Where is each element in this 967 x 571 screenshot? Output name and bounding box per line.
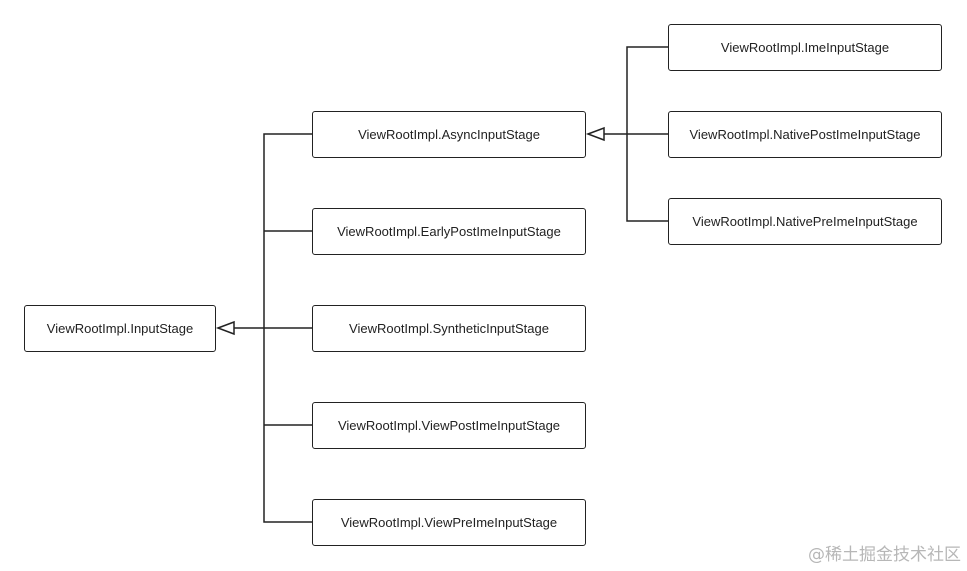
inheritance-arrowhead-input xyxy=(215,320,235,336)
node-early-post-ime-input-stage[interactable]: ViewRootImpl.EarlyPostImeInputStage xyxy=(312,208,586,255)
node-native-pre-ime-input-stage-label: ViewRootImpl.NativePreImeInputStage xyxy=(692,214,918,229)
node-view-post-ime-input-stage[interactable]: ViewRootImpl.ViewPostImeInputStage xyxy=(312,402,586,449)
connector-async-to-input xyxy=(263,133,312,328)
node-native-post-ime-input-stage[interactable]: ViewRootImpl.NativePostImeInputStage xyxy=(668,111,942,158)
node-view-post-ime-input-stage-label: ViewRootImpl.ViewPostImeInputStage xyxy=(337,418,561,433)
node-early-post-ime-input-stage-label: ViewRootImpl.EarlyPostImeInputStage xyxy=(337,224,561,239)
node-async-input-stage-label: ViewRootImpl.AsyncInputStage xyxy=(358,127,540,142)
node-view-pre-ime-input-stage-label: ViewRootImpl.ViewPreImeInputStage xyxy=(340,515,558,530)
node-view-pre-ime-input-stage[interactable]: ViewRootImpl.ViewPreImeInputStage xyxy=(312,499,586,546)
node-ime-input-stage[interactable]: ViewRootImpl.ImeInputStage xyxy=(668,24,942,71)
node-ime-input-stage-label: ViewRootImpl.ImeInputStage xyxy=(720,40,890,55)
connector-viewpre-to-input xyxy=(263,328,312,523)
connector-ime-to-async xyxy=(626,46,668,134)
inheritance-arrowhead-async xyxy=(585,126,605,142)
node-async-input-stage[interactable]: ViewRootImpl.AsyncInputStage xyxy=(312,111,586,158)
node-synthetic-input-stage-label: ViewRootImpl.SyntheticInputStage xyxy=(349,321,549,336)
node-synthetic-input-stage[interactable]: ViewRootImpl.SyntheticInputStage xyxy=(312,305,586,352)
node-input-stage[interactable]: ViewRootImpl.InputStage xyxy=(24,305,216,352)
node-native-pre-ime-input-stage[interactable]: ViewRootImpl.NativePreImeInputStage xyxy=(668,198,942,245)
node-input-stage-label: ViewRootImpl.InputStage xyxy=(46,321,194,336)
watermark: @稀土掘金技术社区 xyxy=(808,545,961,565)
node-native-post-ime-input-stage-label: ViewRootImpl.NativePostImeInputStage xyxy=(689,127,921,142)
connector-nativepre-to-async xyxy=(626,134,668,222)
